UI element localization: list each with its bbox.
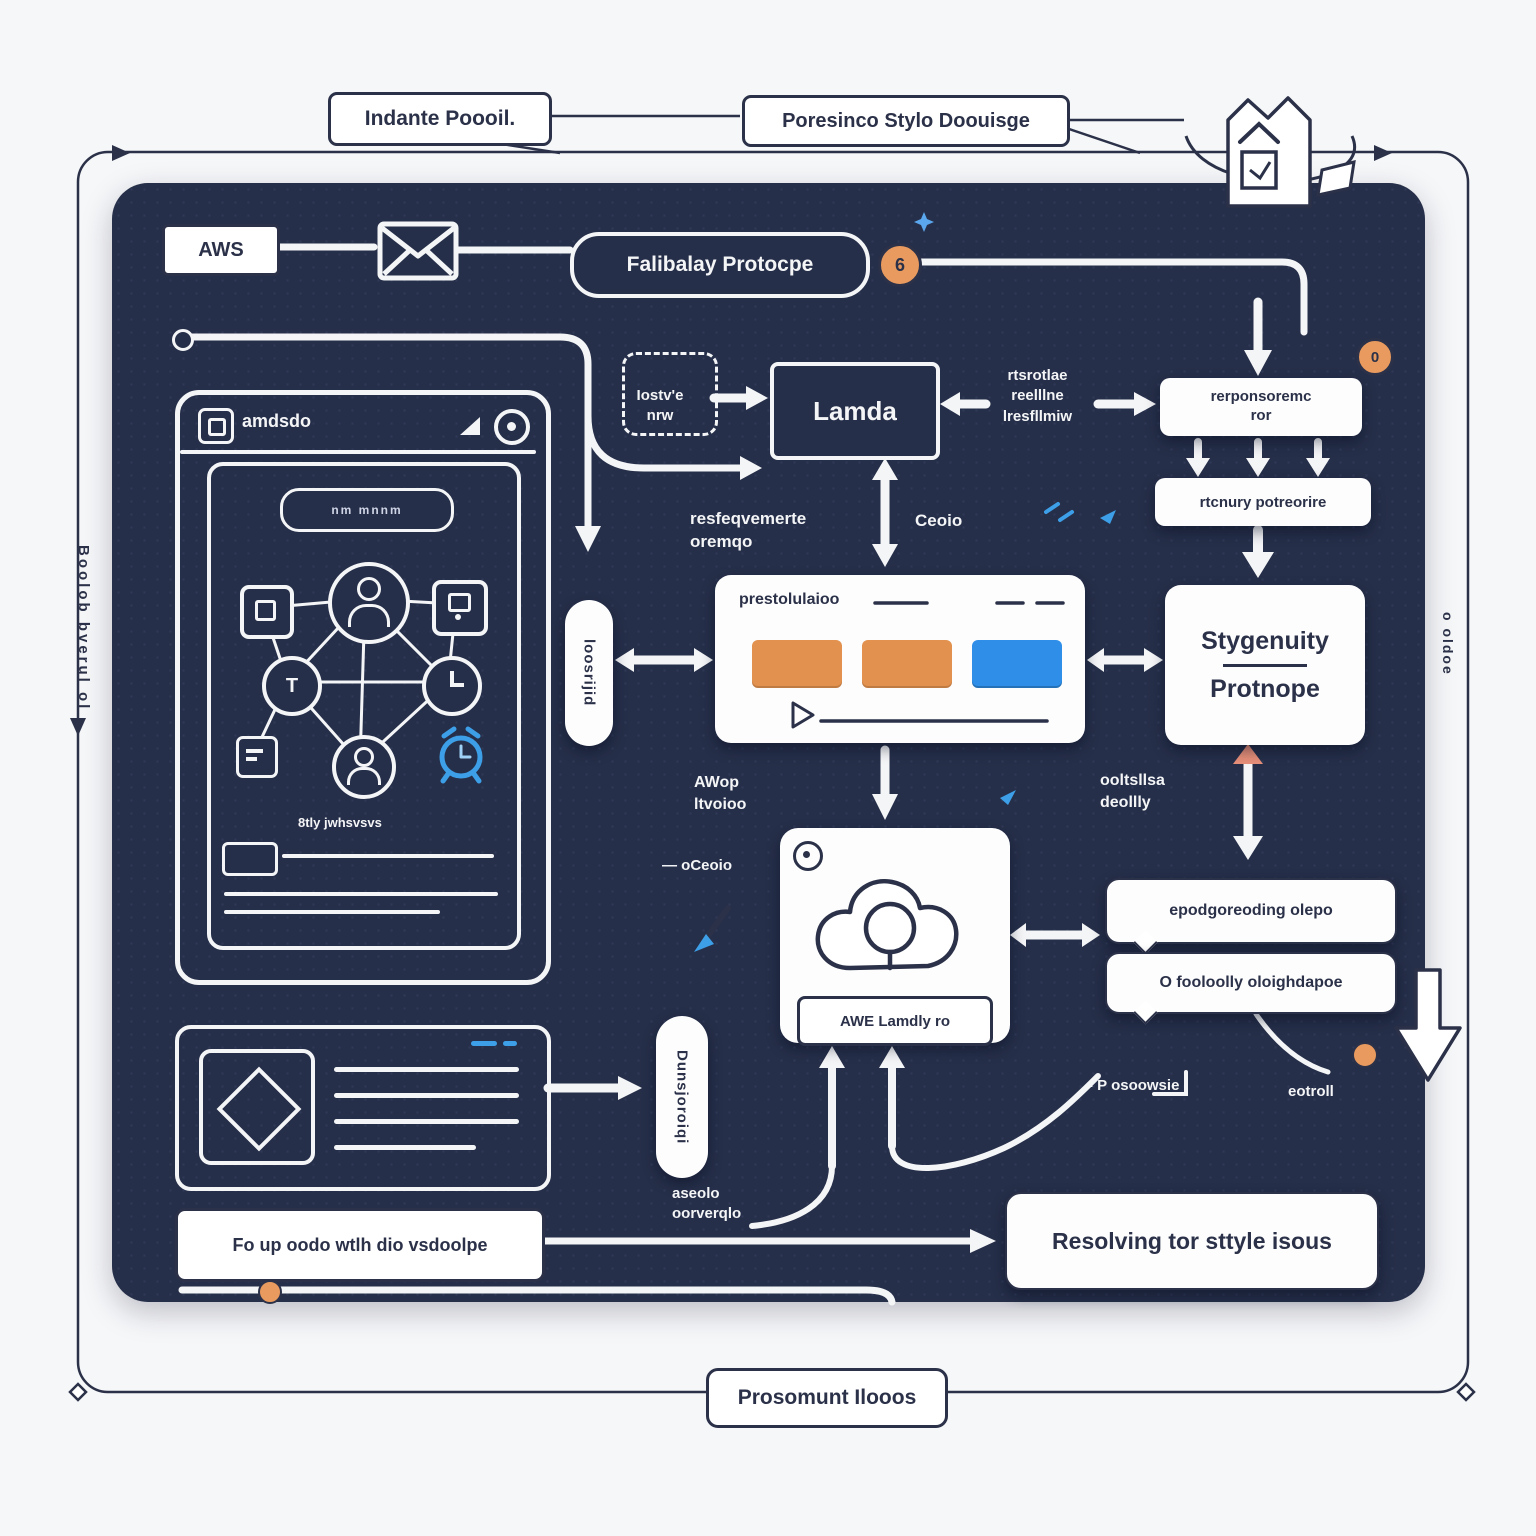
- speech-bubble-2-text: O fooloolly oloighdapoe: [1159, 974, 1343, 991]
- network-node-clock-icon: [422, 656, 482, 716]
- fallback-prototype-pill: Falibalay Protocpe: [570, 232, 870, 298]
- doc-box-label: Fo up oodo wtlh dio vsdoolpe: [175, 1208, 545, 1282]
- doc-card: [175, 1025, 551, 1191]
- outer-label-bottom: Prosomunt Ilooos: [706, 1368, 948, 1428]
- network-node-person-large: [328, 562, 410, 644]
- network-node-person-small: [332, 735, 396, 799]
- stygenuity-line2: Protnope: [1210, 674, 1320, 703]
- speech-bubble-2: O fooloolly oloighdapoe: [1105, 952, 1397, 1025]
- component-card: prestolulaioo: [715, 575, 1085, 743]
- blue-dash: [471, 1041, 497, 1046]
- outer-label-top-center: Poresinco Stylo Doouisge: [742, 95, 1070, 147]
- stygenuity-line1: Stygenuity: [1201, 626, 1329, 655]
- dashed-box-note: Iostv'e nrw: [636, 387, 684, 425]
- network-node-square-1: [240, 585, 294, 639]
- outer-label-right-vertical: o oldoe: [1440, 612, 1456, 676]
- cloud-search-icon: [815, 879, 959, 971]
- bubble-note: ooltsllsa deollly: [1100, 772, 1165, 811]
- left-vertical-pill: loosrijid: [565, 600, 613, 746]
- resolve-box: Resolving tor sttyle isous: [1005, 1192, 1379, 1290]
- cloud-card-label: AWE Lamdly ro: [797, 996, 993, 1046]
- card-above-note: resfeqvemerte oremqo: [690, 509, 807, 551]
- orange-dot: [1352, 1042, 1378, 1068]
- envelope-icon: [376, 218, 460, 284]
- bubble-footnote: - P osoowsie: [1088, 1077, 1180, 1094]
- ribbon-badge-icon: [1180, 78, 1395, 213]
- count-badge-6: 6: [878, 243, 922, 287]
- divider: [1223, 663, 1307, 667]
- outer-label-top-left: Indante Poooil.: [328, 92, 552, 146]
- alarm-clock-icon: [430, 724, 492, 784]
- phone-caption: 8tly jwhsvsvs: [298, 815, 382, 830]
- orange-block-2: [862, 640, 952, 688]
- outer-label-left-vertical: Boolob bverul ol: [75, 545, 92, 712]
- cloud-left-note1: AWop ltvoioo: [694, 774, 747, 813]
- app-icon: [198, 408, 234, 444]
- memory-box: rtcnury potreorire: [1155, 478, 1371, 526]
- target-icon: [494, 409, 530, 445]
- signal-icon: [460, 417, 480, 435]
- diamond-icon: [199, 1049, 315, 1165]
- target-ring-icon: [793, 841, 823, 871]
- orange-block-1: [752, 640, 842, 688]
- phone-top-pill: nm mnnm: [280, 488, 454, 532]
- dashed-input-box: [622, 352, 718, 436]
- network-node-letter: T: [262, 656, 322, 716]
- lambda-right-note: rtsrotlae reelllne lresfllmiw: [1002, 367, 1073, 425]
- card-label: prestolulaioo: [739, 591, 840, 608]
- big-down-arrow-icon: [1392, 968, 1464, 1090]
- cloud-card: AWE Lamdly ro: [780, 828, 1010, 1046]
- orange-dot-bottom: [258, 1280, 282, 1304]
- card-decor: [791, 601, 1065, 729]
- phone-screen: [207, 462, 521, 950]
- cloud-left-note2: — oCeoio: [662, 857, 732, 874]
- right-vertical-pill: Dunsjoroiqi: [656, 1016, 708, 1178]
- phone-title: amdsdo: [242, 411, 312, 431]
- left-vertical-pill-label: loosrijid: [580, 639, 598, 707]
- wire-start-dot: [172, 329, 194, 351]
- stygenuity-box: Stygenuity Protnope: [1165, 585, 1365, 745]
- phone-small-box: [222, 842, 278, 876]
- speech-bubble-1: epodgoreoding olepo: [1105, 878, 1397, 955]
- responsive-box: rerponsoremc ror: [1160, 378, 1362, 436]
- bubble-footnote-2: eotroll: [1288, 1083, 1334, 1100]
- card-above-note-right: Ceoio: [915, 511, 963, 530]
- count-badge-0: 0: [1356, 338, 1394, 376]
- right-vertical-pill-label: Dunsjoroiqi: [673, 1049, 691, 1145]
- aws-box: AWS: [162, 224, 280, 276]
- phone-mockup: amdsdo: [175, 390, 551, 985]
- lambda-box: Lamda: [770, 362, 940, 460]
- network-node-square-2: [432, 580, 488, 636]
- network-node-square-3: [236, 736, 278, 778]
- blue-block: [972, 640, 1062, 688]
- blue-dash: [503, 1041, 517, 1046]
- speech-bubble-1-text: epodgoreoding olepo: [1169, 902, 1333, 919]
- cloud-bottom-note: aseolo oorverqlo: [672, 1185, 742, 1223]
